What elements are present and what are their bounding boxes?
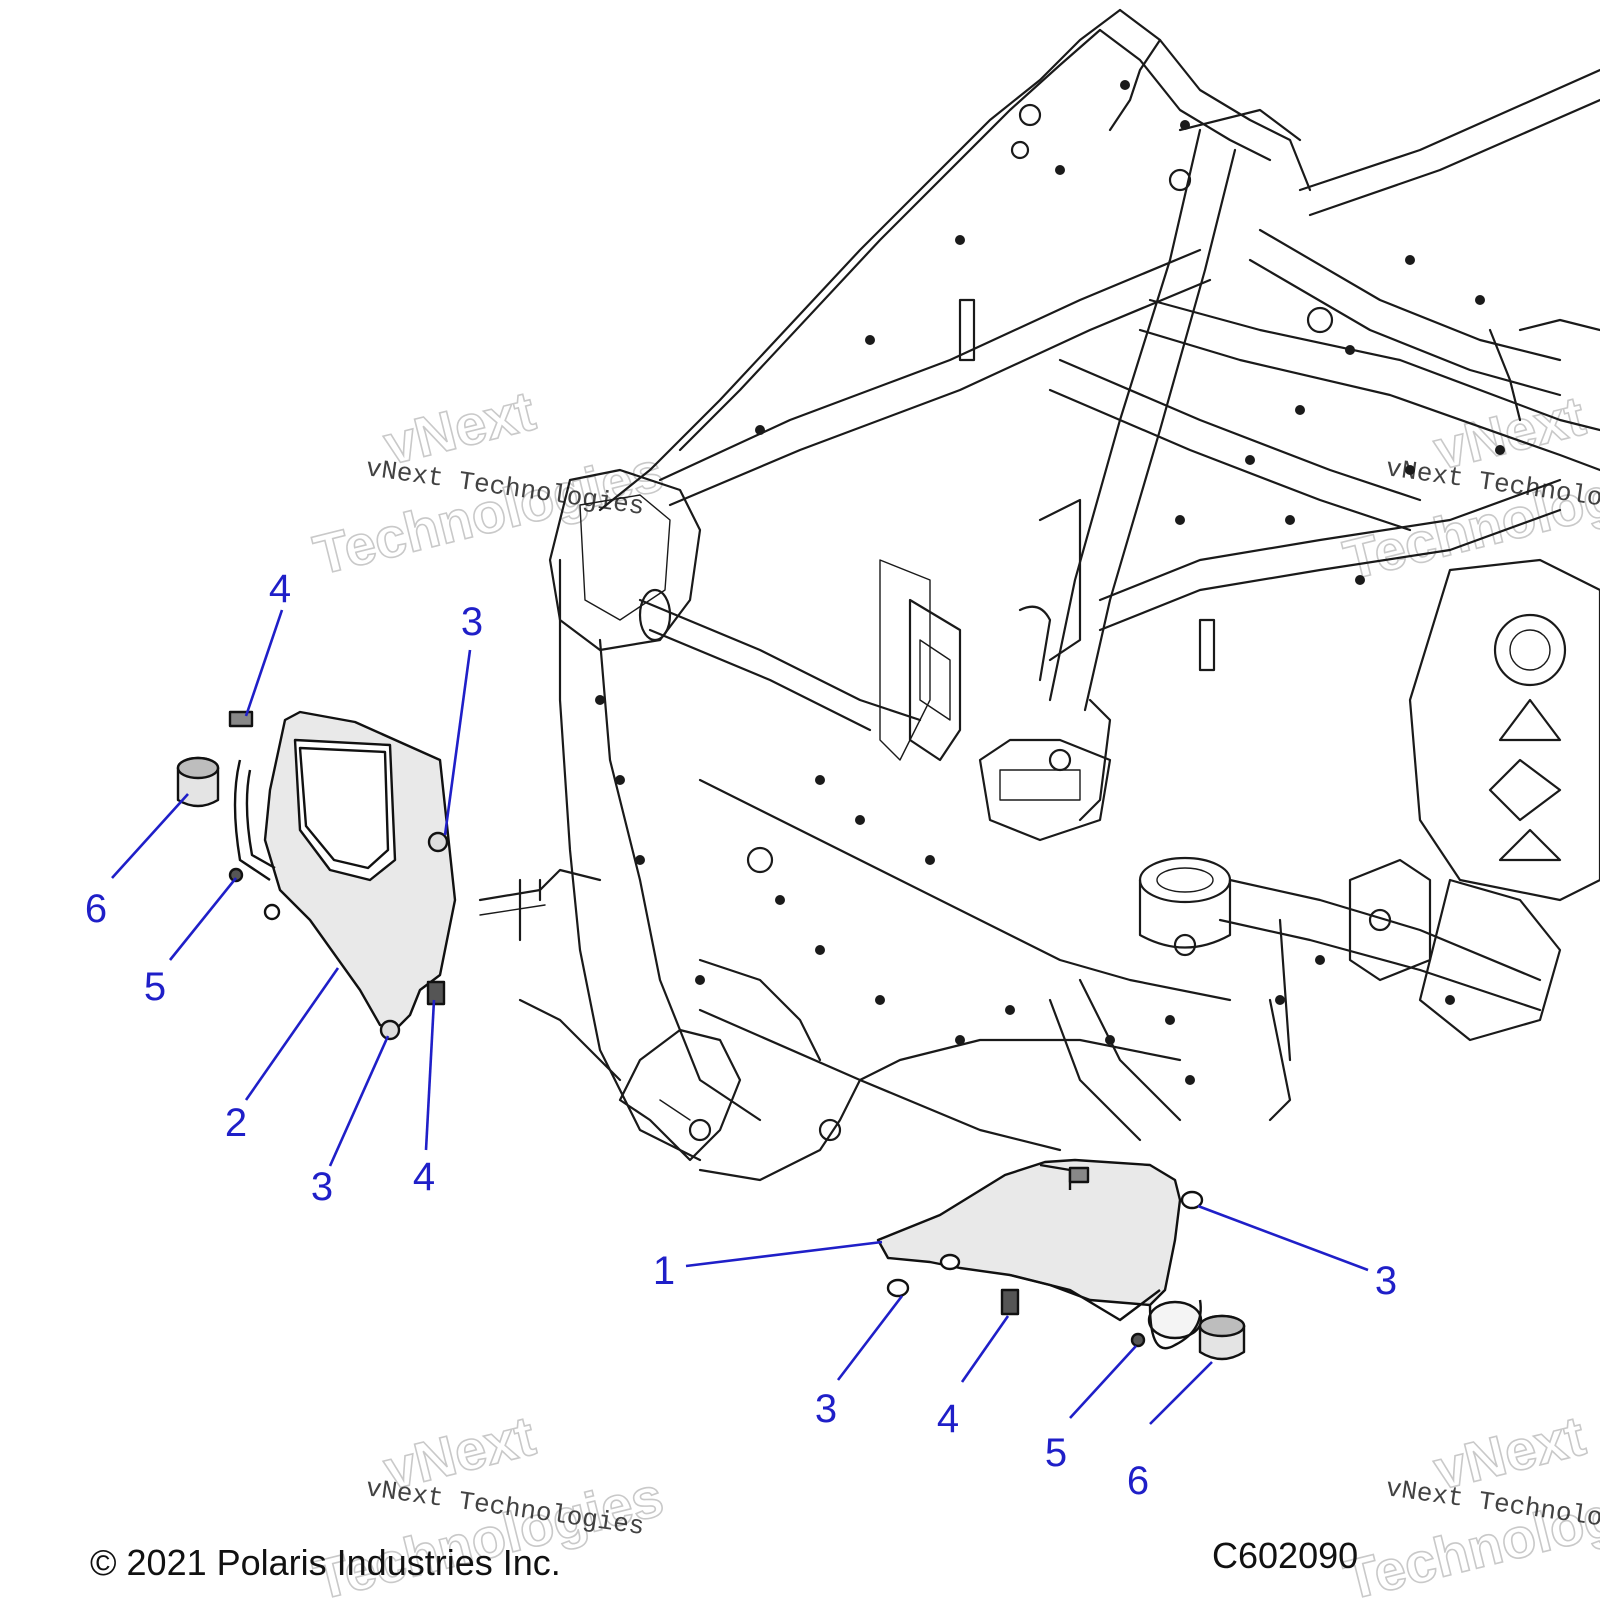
watermark-top-left: vNext Technologies vNext Technologies (307, 378, 670, 588)
fastener-clip (1130, 1332, 1146, 1348)
leader-line (1197, 1204, 1369, 1272)
leader-line (244, 967, 340, 1101)
leader-line (328, 1035, 390, 1167)
callout-left-5: 5 (144, 877, 238, 1009)
callout-right-6: 6 (1127, 1361, 1213, 1503)
callout-label: 2 (225, 1101, 247, 1145)
callout-right-1: 1 (653, 1240, 883, 1293)
grommet-left-part-6 (176, 756, 220, 808)
callout-label: 3 (815, 1387, 837, 1431)
callout-right-3-near: 3 (815, 1295, 904, 1431)
grommet-right-part-6 (1198, 1314, 1246, 1361)
leader-line (168, 877, 238, 961)
callout-left-3-top: 3 (443, 600, 483, 836)
leader-line (443, 649, 472, 836)
leader-line (111, 793, 189, 879)
vehicle-frame (478, 8, 1600, 1182)
callout-right-3-far: 3 (1197, 1204, 1397, 1303)
callout-left-3-bottom: 3 (311, 1035, 390, 1209)
callout-label: 6 (1127, 1459, 1149, 1503)
callout-label: 6 (85, 887, 107, 931)
leader-line (960, 1315, 1010, 1383)
leader-line (1149, 1361, 1213, 1425)
fastener-rivet (379, 1019, 401, 1041)
right-cover-part-1 (876, 1158, 1203, 1350)
callout-label: 3 (1375, 1259, 1397, 1303)
callout-right-4: 4 (937, 1315, 1010, 1441)
callout-left-4-top: 4 (244, 567, 291, 717)
callout-left-2: 2 (225, 967, 340, 1145)
callout-right-5: 5 (1045, 1345, 1137, 1475)
fastener-rivet (886, 1278, 910, 1298)
callout-label: 3 (461, 600, 483, 644)
leader-line (244, 609, 284, 717)
fastener-rivet (427, 831, 449, 853)
loose-pin (939, 1253, 961, 1271)
watermark-bottom-right: vNext Technologies vNext Technologies (1337, 1403, 1600, 1600)
leader-line (424, 999, 436, 1151)
leader-line (1069, 1345, 1137, 1419)
fastener-clip (228, 867, 244, 883)
fastener-screw (426, 980, 446, 1006)
callout-left-4-bottom: 4 (413, 999, 436, 1199)
callout-left-6: 6 (85, 793, 189, 931)
fastener-screw (1000, 1288, 1020, 1316)
loose-pin (263, 903, 281, 921)
leader-line (685, 1240, 883, 1268)
fastener-screw (1068, 1166, 1090, 1184)
callout-label: 4 (937, 1397, 959, 1441)
callout-label: 1 (653, 1249, 675, 1293)
copyright-text: © 2021 Polaris Industries Inc. (90, 1542, 561, 1583)
drawing-id: C602090 (1212, 1535, 1358, 1576)
fastener-rivet (1180, 1190, 1204, 1210)
callout-label: 4 (269, 567, 291, 611)
callout-label: 3 (311, 1165, 333, 1209)
callout-label: 4 (413, 1155, 435, 1199)
callout-label: 5 (144, 965, 166, 1009)
leader-line (836, 1295, 904, 1381)
fastener-screw (228, 710, 254, 728)
left-cover-part-2 (233, 710, 457, 1032)
callout-label: 5 (1045, 1431, 1067, 1475)
